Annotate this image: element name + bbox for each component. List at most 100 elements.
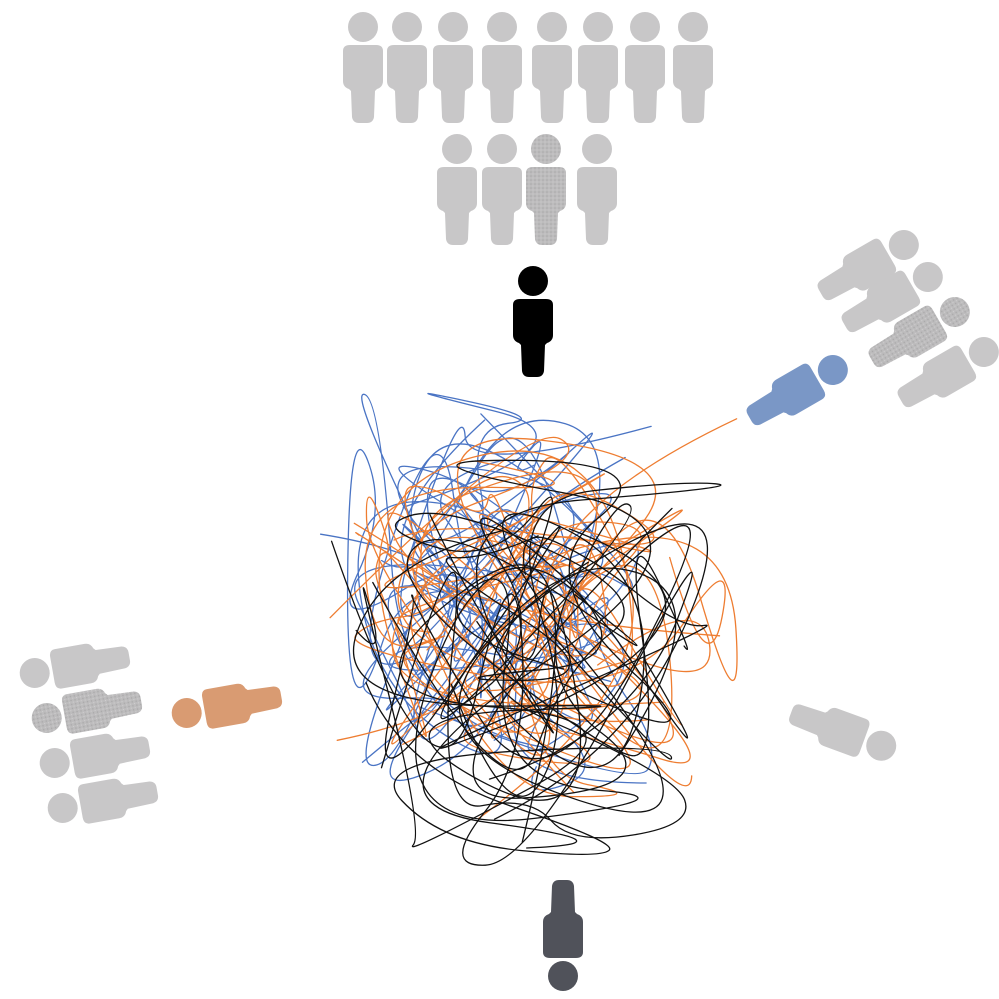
person-head <box>866 730 897 761</box>
person-body <box>526 167 566 245</box>
person-head <box>171 697 202 728</box>
person-icon <box>39 733 151 779</box>
person-body <box>343 45 383 123</box>
scribble-line <box>355 564 587 848</box>
person-head <box>630 12 660 42</box>
person-body <box>61 688 143 734</box>
person-icon <box>387 12 427 123</box>
person-head <box>348 12 378 42</box>
person-head <box>531 134 561 164</box>
person-body <box>69 733 151 779</box>
scribble-line <box>384 473 665 706</box>
person-body <box>789 704 870 757</box>
person-body <box>673 45 713 123</box>
scribble-line <box>365 625 673 855</box>
person-icon <box>532 12 572 123</box>
person-body <box>387 45 427 123</box>
scribble-line <box>439 528 708 749</box>
person-icon <box>433 12 473 123</box>
person-body <box>543 880 583 958</box>
person-icon <box>31 688 143 734</box>
person-head <box>537 12 567 42</box>
person-body <box>437 167 477 245</box>
people-layer <box>19 12 999 991</box>
person-body <box>77 778 159 824</box>
person-icon <box>897 337 999 408</box>
person-icon <box>578 12 618 123</box>
person-icon <box>343 12 383 123</box>
person-head <box>582 134 612 164</box>
scribble-line <box>353 496 551 756</box>
person-head <box>47 792 78 823</box>
person-icon <box>482 12 522 123</box>
person-body <box>868 305 948 368</box>
person-icon <box>526 134 566 245</box>
person-head <box>442 134 472 164</box>
person-head <box>583 12 613 42</box>
scribble-line <box>507 418 738 749</box>
person-body <box>841 270 921 333</box>
person-icon <box>817 230 919 301</box>
scribble-line <box>440 503 673 799</box>
person-head <box>487 12 517 42</box>
scribble-line <box>380 561 687 839</box>
person-body <box>433 45 473 123</box>
person-body <box>817 238 897 301</box>
person-body <box>746 363 826 426</box>
person-icon <box>673 12 713 123</box>
person-body <box>578 45 618 123</box>
person-icon <box>841 262 943 333</box>
scribble-line <box>406 539 688 757</box>
person-head <box>678 12 708 42</box>
person-icon <box>625 12 665 123</box>
person-head <box>817 355 848 385</box>
scribble-line <box>422 459 672 849</box>
person-icon <box>746 355 848 426</box>
person-body <box>201 683 283 729</box>
scribble-line <box>384 510 691 764</box>
scribble-line <box>384 525 691 760</box>
person-body <box>49 643 131 689</box>
person-icon <box>868 297 970 368</box>
person-body <box>577 167 617 245</box>
scribble-line <box>387 512 721 764</box>
person-head <box>392 12 422 42</box>
person-icon <box>577 134 617 245</box>
person-body <box>625 45 665 123</box>
person-icon <box>789 704 897 761</box>
person-head <box>438 12 468 42</box>
person-icon <box>19 643 131 689</box>
person-body <box>513 299 553 377</box>
person-head <box>912 262 943 292</box>
scribble-tangle <box>319 392 738 866</box>
scribble-line <box>415 567 689 822</box>
scribble-line <box>378 437 657 737</box>
scribble-line <box>450 482 722 797</box>
scribble-line <box>330 540 693 866</box>
scribble-line <box>352 513 602 801</box>
person-head <box>39 747 70 778</box>
person-body <box>532 45 572 123</box>
person-head <box>31 702 62 733</box>
person-icon <box>543 880 583 991</box>
person-icon <box>47 778 159 824</box>
person-icon <box>437 134 477 245</box>
person-icon <box>171 683 283 729</box>
person-head <box>548 961 578 991</box>
person-body <box>897 345 977 408</box>
scribble-line <box>445 517 603 713</box>
person-head <box>939 297 970 327</box>
person-head <box>518 266 548 296</box>
person-head <box>19 657 50 688</box>
person-body <box>482 167 522 245</box>
person-head <box>968 337 999 367</box>
scribble-line <box>387 413 633 727</box>
person-icon <box>513 266 553 377</box>
person-head <box>487 134 517 164</box>
person-body <box>482 45 522 123</box>
scribble-line <box>362 392 537 736</box>
person-icon <box>482 134 522 245</box>
person-head <box>888 230 919 260</box>
